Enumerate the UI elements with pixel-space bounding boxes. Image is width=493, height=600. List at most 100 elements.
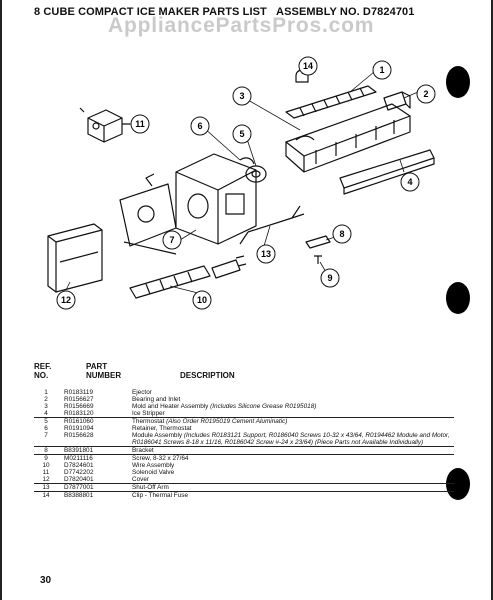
ref-no: 5 <box>44 418 48 425</box>
screw-part <box>314 255 322 264</box>
ref-no: 6 <box>44 425 48 432</box>
ref-no: 3 <box>44 403 48 410</box>
part-number: B8388801 <box>64 492 94 499</box>
svg-text:4: 4 <box>407 177 412 187</box>
part-description: Ejector <box>132 389 450 396</box>
svg-text:2: 2 <box>423 89 428 99</box>
parts-row: 14 B8388801 Clip - Thermal Fuse <box>34 492 454 499</box>
ref-no: 11 <box>42 469 50 476</box>
svg-text:6: 6 <box>197 121 202 131</box>
ref-no: 2 <box>44 396 48 403</box>
cover-part <box>47 223 103 293</box>
ref-no: 13 <box>42 484 50 491</box>
part-number: M0211116 <box>64 455 93 462</box>
callout-6: 6 <box>190 116 210 136</box>
ref-no: 8 <box>44 447 48 454</box>
svg-text:7: 7 <box>169 235 174 245</box>
parts-row: 2 R0156627 Bearing and Inlet <box>34 396 454 403</box>
part-number: B8391801 <box>64 447 94 454</box>
part-number: R0156669 <box>64 403 94 410</box>
callout-3: 3 <box>232 86 252 106</box>
part-description: Bearing and Inlet <box>132 396 450 403</box>
svg-text:1: 1 <box>379 65 384 75</box>
callout-11: 11 <box>130 114 150 134</box>
binder-hole-1 <box>446 66 470 98</box>
part-number: R0183119 <box>64 389 94 396</box>
parts-row: 5 R0161060 Thermostat (Also Order R01950… <box>34 418 454 425</box>
module-assembly <box>119 153 257 255</box>
ref-header-line2: NO. <box>34 371 49 380</box>
desc-text: Wire Assembly <box>132 462 175 469</box>
parts-row: 12 D7820401 Cover <box>34 476 454 484</box>
svg-text:8: 8 <box>339 229 344 239</box>
desc-text: Screw, 8-32 x 27/64 <box>132 455 189 462</box>
parts-list: 1 R0183119 Ejector 2 R0156627 Bearing an… <box>34 389 454 499</box>
part-header-line1: PART <box>86 362 108 371</box>
binder-hole-2 <box>446 282 470 314</box>
part-number: D7877001 <box>64 484 94 491</box>
ref-no: 9 <box>44 455 48 462</box>
callout-2: 2 <box>416 84 436 104</box>
part-description: Clip - Thermal Fuse <box>132 492 450 499</box>
part-description: Cover <box>132 476 450 483</box>
wire-assembly <box>129 255 247 299</box>
parts-row: 7 R0156628 Module Assembly (Includes R01… <box>34 432 454 447</box>
part-number: D7824601 <box>64 462 94 469</box>
parts-row: 11 D7742202 Solenoid Valve <box>34 469 454 476</box>
desc-text: Retainer, Thermostat <box>132 425 192 432</box>
desc-text: Mold and Heater Assembly <box>132 403 211 410</box>
ref-no: 10 <box>42 462 50 469</box>
description-header: DESCRIPTION <box>180 371 235 380</box>
desc-note: (Includes Silicone Grease R0195018) <box>210 403 317 410</box>
desc-text: Clip - Thermal Fuse <box>132 492 188 499</box>
parts-row: 10 D7824601 Wire Assembly <box>34 462 454 469</box>
ref-no: 12 <box>42 476 50 483</box>
ref-no: 4 <box>44 410 48 417</box>
svg-text:9: 9 <box>327 273 332 283</box>
parts-row: 6 R0191094 Retainer, Thermostat <box>34 425 454 432</box>
part-number: R0156627 <box>64 396 94 403</box>
ref-no: 7 <box>44 432 48 439</box>
svg-text:14: 14 <box>303 61 313 71</box>
callout-12: 12 <box>56 290 76 310</box>
watermark: AppliancePartsPros.com <box>108 14 375 37</box>
callout-13: 13 <box>256 244 276 264</box>
parts-row: 9 M0211116 Screw, 8-32 x 27/64 <box>34 455 454 462</box>
desc-note: (Includes R0183121 Support, R0186040 Scr… <box>132 432 450 446</box>
desc-text: Cover <box>132 476 150 483</box>
part-header-line2: NUMBER <box>86 371 122 380</box>
part-number: D7742202 <box>64 469 94 476</box>
part-number: D7820401 <box>64 476 94 483</box>
assembly-number: ASSEMBLY NO. D7824701 <box>276 6 415 18</box>
page-number: 30 <box>40 575 52 586</box>
callout-5: 5 <box>232 124 252 144</box>
desc-text: Bearing and Inlet <box>132 396 181 403</box>
desc-text: Module Assembly <box>132 432 184 439</box>
desc-text: Solenoid Valve <box>132 469 175 476</box>
part-number-header: PART NUMBER <box>86 362 121 380</box>
parts-row: 8 B8391801 Bracket <box>34 447 454 455</box>
callout-14: 14 <box>298 56 318 76</box>
svg-text:3: 3 <box>239 91 244 101</box>
title-text: 8 CUBE COMPACT ICE MAKER PARTS LIST <box>34 6 267 18</box>
desc-text: Shut-Off Arm <box>132 484 169 491</box>
part-number: R0161060 <box>64 418 94 425</box>
part-description: Thermostat (Also Order R0195019 Cement A… <box>132 418 450 425</box>
desc-note: (Also Order R0195019 Cement Aluminatic) <box>166 418 288 425</box>
ref-no-header: REF. NO. <box>34 362 51 380</box>
callout-10: 10 <box>192 290 212 310</box>
part-description: Wire Assembly <box>132 462 450 469</box>
callout-9: 9 <box>320 268 340 288</box>
part-number: R0156628 <box>64 432 94 439</box>
desc-text: Ice Stripper <box>132 410 165 417</box>
svg-text:11: 11 <box>135 119 145 129</box>
solenoid-valve <box>79 107 130 143</box>
parts-row: 4 R0183120 Ice Stripper <box>34 410 454 418</box>
callout-4: 4 <box>400 172 420 192</box>
part-description: Module Assembly (Includes R0183121 Suppo… <box>132 432 450 446</box>
retainer-part <box>239 157 255 165</box>
callout-8: 8 <box>332 224 352 244</box>
parts-row: 1 R0183119 Ejector <box>34 389 454 396</box>
part-description: Retainer, Thermostat <box>132 425 450 432</box>
